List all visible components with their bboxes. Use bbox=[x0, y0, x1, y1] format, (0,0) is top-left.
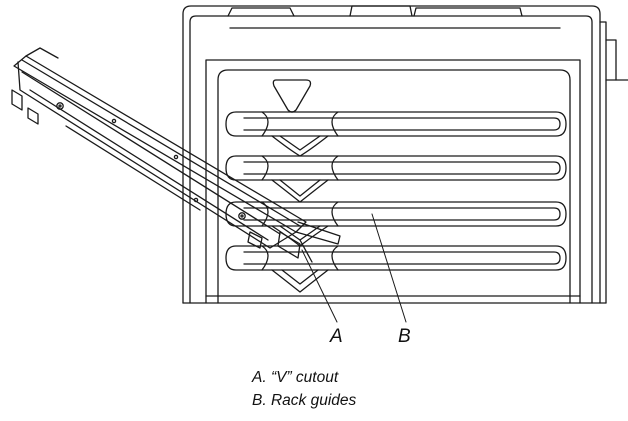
legend-item-v-cutout: A. “V” cutout bbox=[252, 366, 356, 389]
top-vent-notch bbox=[272, 79, 312, 113]
oven-cavity-outline bbox=[182, 5, 601, 304]
callout-a: A bbox=[329, 326, 343, 347]
legend-text: “V” cutout bbox=[270, 369, 339, 386]
legend-text: Rack guides bbox=[270, 392, 357, 409]
callout-b: B bbox=[398, 326, 411, 347]
legend-letter: B. bbox=[252, 392, 267, 409]
oven-back-panel bbox=[217, 69, 571, 304]
rack-guides bbox=[225, 111, 567, 271]
figure-legend: A. “V” cutout B. Rack guides bbox=[252, 366, 356, 412]
legend-item-rack-guides: B. Rack guides bbox=[252, 389, 356, 412]
oven-rack bbox=[11, 47, 341, 263]
legend-letter: A. bbox=[252, 369, 267, 386]
oven-floor-lines bbox=[182, 295, 607, 304]
door-frame-right bbox=[599, 21, 628, 304]
callout-leaders bbox=[301, 213, 407, 323]
